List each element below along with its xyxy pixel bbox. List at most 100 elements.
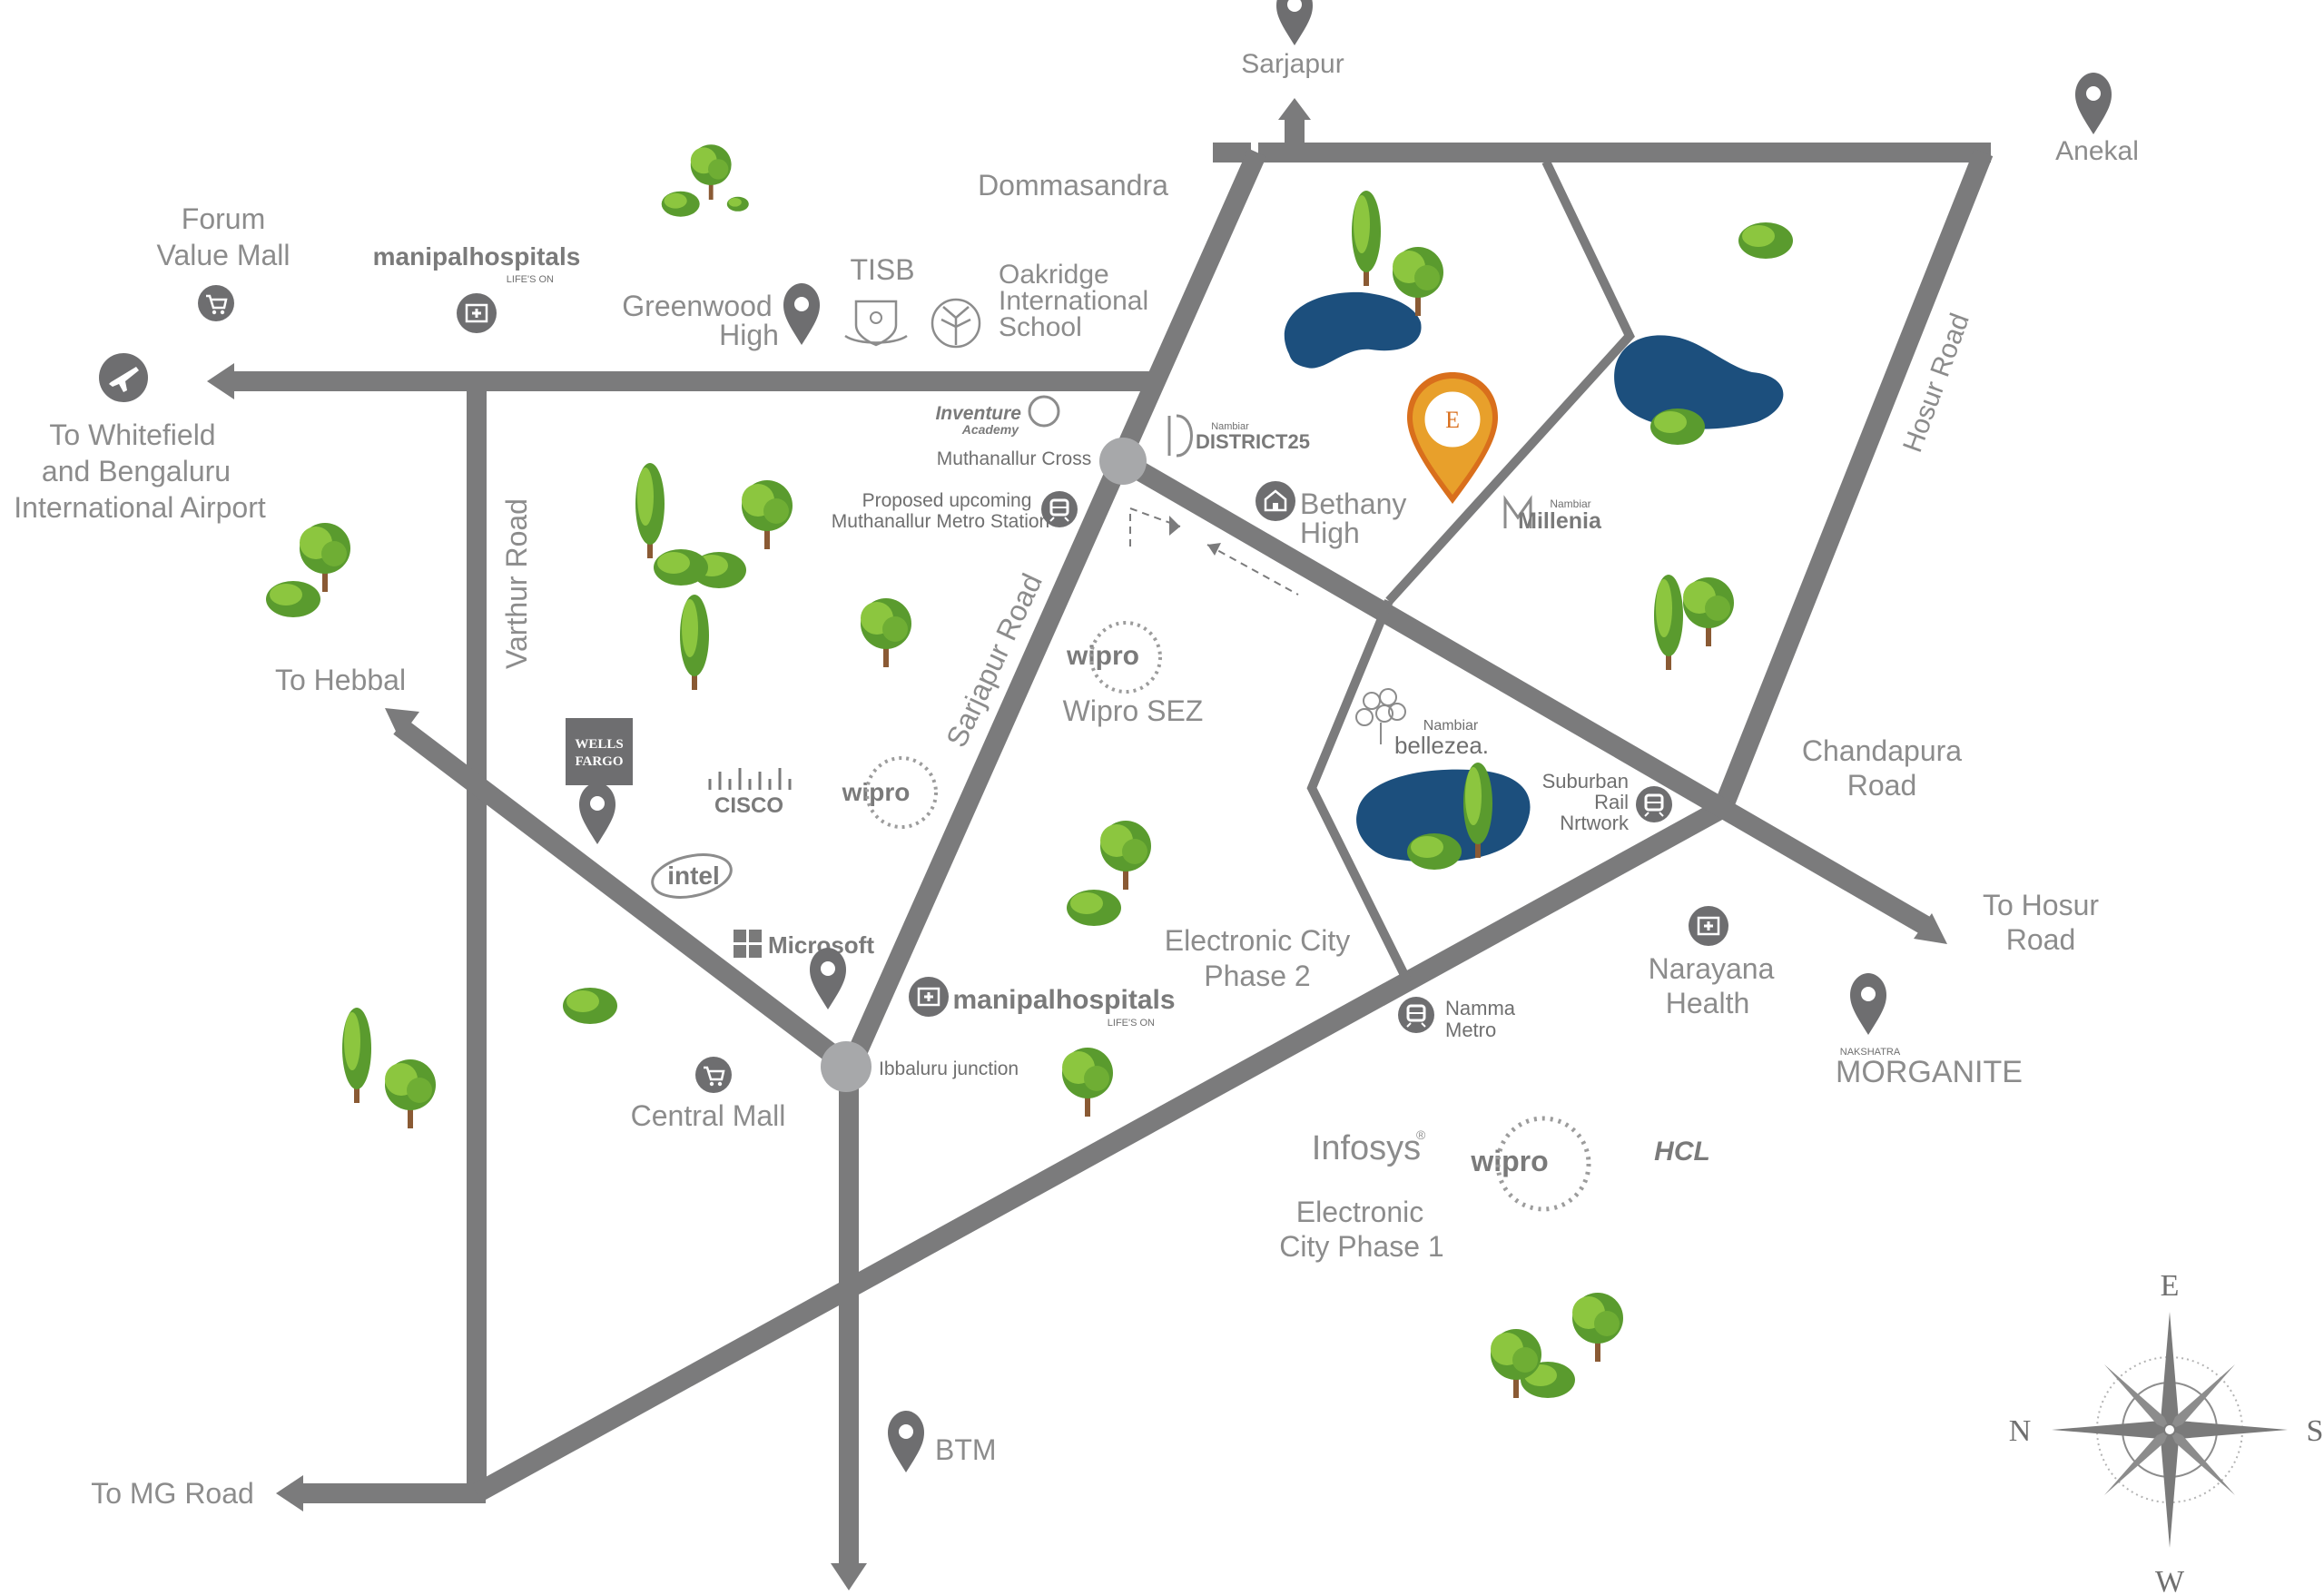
label-greenwood-1: Greenwood (622, 290, 772, 322)
bellezea-name: bellezea. (1394, 732, 1489, 759)
metro-dashed-arrow (1169, 516, 1180, 536)
project-location-pin[interactable]: E (1407, 372, 1498, 504)
label-tisb: TISB (850, 253, 914, 286)
inventure-logo-2: Academy (961, 422, 1019, 437)
label-ecity2-1: Electronic City (1165, 924, 1351, 957)
infosys-registered: ® (1416, 1127, 1426, 1142)
label-muthanallur-cross: Muthanallur Cross (937, 448, 1091, 469)
compass-s: S (2307, 1414, 2324, 1448)
morganite-logo: MORGANITE (1836, 1055, 2023, 1089)
morganite-pin-icon (1850, 973, 1886, 1035)
muthanallur-junction (1099, 438, 1147, 485)
places: manipalhospitals LIFE'S ON Greenwood Hig… (373, 242, 2023, 1263)
label-narayana-2: Health (1666, 987, 1750, 1019)
label-wipro-sez: Wipro SEZ (1063, 694, 1204, 727)
label-bethany-1: Bethany (1300, 487, 1406, 520)
label-anekal: Anekal (2055, 136, 2139, 166)
microsoft-squares-icon (734, 930, 762, 958)
label-chandapura-1: Chandapura (1802, 734, 1962, 767)
road-chandapura (471, 799, 1728, 1502)
millenia-name: Millenia (1518, 508, 1602, 534)
manipal-tagline-2: LIFE'S ON (1108, 1018, 1155, 1029)
manipal-logo-2: manipalhospitals (952, 985, 1175, 1015)
project-logo-letter: E (1445, 407, 1460, 433)
metro-dashed-arrow-2 (1207, 543, 1221, 556)
label-metro-2: Muthanallur Metro Station (832, 511, 1049, 532)
microsoft-pin-icon (810, 948, 846, 1009)
label-hosur-1: To Hosur (1983, 889, 2099, 921)
label-forum-2: Value Mall (156, 239, 290, 271)
label-namma-2: Metro (1445, 1019, 1496, 1041)
wipro-dots-icon-3 (1495, 1116, 1591, 1212)
wells-fargo-1: WELLS (575, 737, 623, 752)
wells-fargo-pin-icon (579, 783, 615, 844)
compass-rose: E W N S (2009, 1269, 2324, 1595)
oakridge-logo-icon (931, 298, 981, 349)
metro-dashed-line (1129, 507, 1299, 596)
district25-name: DISTRICT25 (1196, 430, 1310, 453)
road-arrows (207, 98, 1947, 1590)
label-oakridge-3: School (999, 312, 1082, 342)
label-central-mall: Central Mall (631, 1099, 786, 1132)
proposed-metro-icon (1039, 489, 1079, 529)
manipal-tagline-1: LIFE'S ON (507, 274, 554, 285)
cart-icon (196, 283, 236, 323)
bellezea-logo-icon (1355, 688, 1406, 744)
label-hebbal: To Hebbal (275, 664, 406, 696)
road-muthanallur-hosur (1118, 452, 1935, 937)
wipro-logo-3: wipro (1470, 1145, 1548, 1177)
manipal-logo-1: manipalhospitals (373, 242, 581, 271)
school-icon (1256, 481, 1295, 521)
tisb-crest-icon (844, 300, 908, 347)
arrow-hosur (1914, 913, 1947, 944)
label-ecity1-2: City Phase 1 (1279, 1230, 1443, 1263)
label-ecity1-1: Electronic (1296, 1196, 1424, 1228)
namma-metro-icon (1396, 995, 1436, 1035)
road-network (222, 116, 1994, 1575)
label-varthur-road: Varthur Road (500, 498, 533, 669)
wells-fargo-2: FARGO (575, 754, 623, 769)
label-ecity2-2: Phase 2 (1204, 960, 1310, 992)
compass-n: N (2009, 1414, 2032, 1448)
arrow-sarjapur (1278, 98, 1311, 120)
label-whitefield-3: International Airport (14, 491, 266, 524)
label-suburban-1: Suburban (1542, 770, 1629, 793)
label-whitefield-2: and Bengaluru (42, 455, 231, 487)
airport-icon (99, 353, 148, 402)
road-inner-right (1385, 159, 1635, 605)
label-greenwood-2: High (719, 319, 779, 351)
narayana-hospital-icon (1687, 904, 1730, 948)
compass-w: W (2155, 1565, 2185, 1595)
infosys-logo: Infosys (1312, 1129, 1421, 1167)
hospital-icon (455, 291, 498, 335)
road-hebbal (393, 718, 855, 1075)
wipro-sez-logo: wipro (1066, 641, 1139, 671)
inventure-emblem-icon (1028, 395, 1060, 428)
road-inner-left (1306, 599, 1412, 983)
wells-fargo-logo (566, 718, 633, 785)
intel-swoosh-icon (651, 853, 733, 899)
label-whitefield-1: To Whitefield (49, 418, 215, 451)
label-btm: BTM (935, 1433, 997, 1466)
road-sarjapur (839, 148, 1267, 1076)
direction-labels: Sarjapur Anekal Dommasandra Forum Value … (14, 0, 2139, 1510)
label-forum-1: Forum (182, 202, 265, 235)
lakes (1284, 291, 1784, 862)
millenia-brand: Nambiar (1550, 497, 1590, 510)
suburban-rail-icon (1634, 784, 1674, 824)
millenia-logo-icon (1503, 495, 1532, 528)
wipro-sez-dots-icon (1089, 621, 1162, 694)
intel-logo: intel (667, 861, 720, 890)
label-chandapura-2: Road (1847, 769, 1917, 802)
district25-logo-icon (1167, 414, 1193, 458)
arrow-mg-road (276, 1475, 303, 1511)
morganite-brand: NAKSHATRA (1840, 1047, 1901, 1058)
cisco-bars-icon (708, 768, 792, 790)
btm-pin-icon (888, 1411, 924, 1472)
central-mall-cart-icon (694, 1055, 734, 1095)
arrow-hebbal (385, 708, 419, 739)
label-metro-1: Proposed upcoming (862, 490, 1032, 511)
wipro-logo-2: wipro (842, 778, 911, 806)
district25-brand: Nambiar (1211, 421, 1249, 432)
